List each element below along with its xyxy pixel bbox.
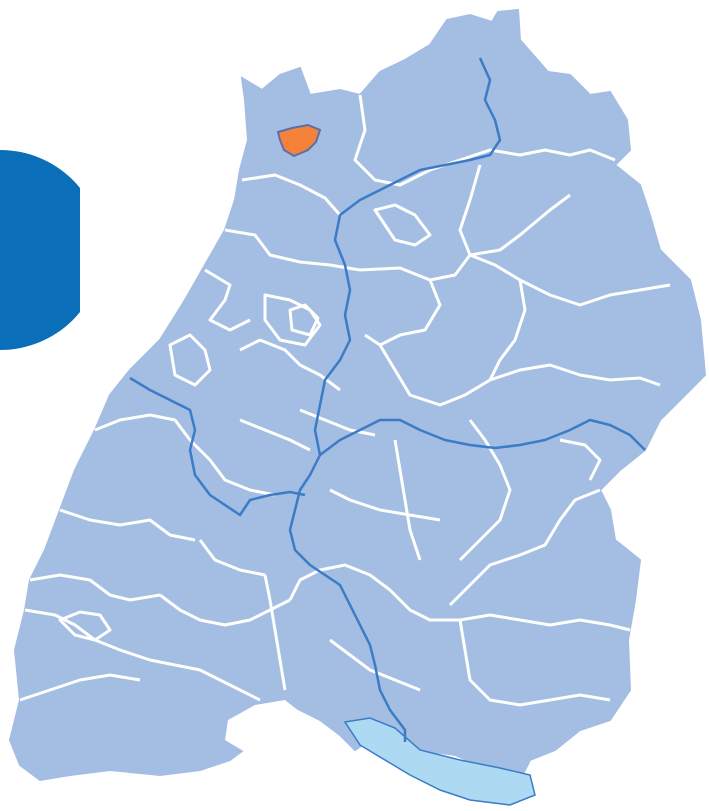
district-border	[329, 488, 441, 522]
district-border	[448, 488, 601, 607]
district-border	[58, 610, 112, 642]
district-border	[224, 228, 361, 272]
district-border	[239, 338, 341, 392]
district-border	[239, 418, 311, 452]
district-border	[559, 438, 602, 481]
district-border	[188, 438, 276, 497]
district-border	[299, 408, 376, 437]
district-borders	[19, 94, 671, 707]
district-border	[329, 638, 421, 692]
district-border	[59, 508, 196, 542]
district-border	[469, 253, 671, 307]
district-border	[288, 563, 391, 601]
district-border	[488, 279, 527, 381]
region-border	[288, 57, 502, 742]
logo-circle-shape	[0, 150, 80, 350]
district-border	[459, 148, 616, 162]
district-border	[149, 658, 261, 702]
enclave-area	[225, 700, 300, 752]
region-border	[319, 418, 646, 456]
district-border	[353, 94, 461, 187]
district-border	[94, 413, 192, 441]
district-border	[204, 268, 251, 332]
district-border	[458, 619, 611, 707]
state-outline	[8, 8, 707, 782]
district-border	[364, 279, 442, 347]
region-border	[129, 376, 306, 517]
district-border	[241, 173, 342, 216]
district-border	[393, 439, 422, 561]
district-border	[458, 419, 512, 562]
district-border	[198, 539, 266, 577]
logo-circle	[0, 150, 80, 350]
district-border	[458, 164, 571, 257]
district-border	[263, 293, 322, 347]
district-border	[388, 588, 631, 632]
district-border	[168, 333, 212, 387]
district-border	[24, 608, 151, 662]
district-border	[19, 673, 141, 702]
region-borders	[129, 57, 646, 742]
district-border	[263, 574, 287, 691]
district-border	[29, 573, 161, 602]
district-border	[288, 303, 320, 337]
district-border	[159, 593, 291, 627]
district-border	[378, 344, 661, 407]
highlight-marker[interactable]	[276, 123, 322, 158]
district-border	[373, 203, 432, 247]
lake-constance	[343, 717, 536, 806]
